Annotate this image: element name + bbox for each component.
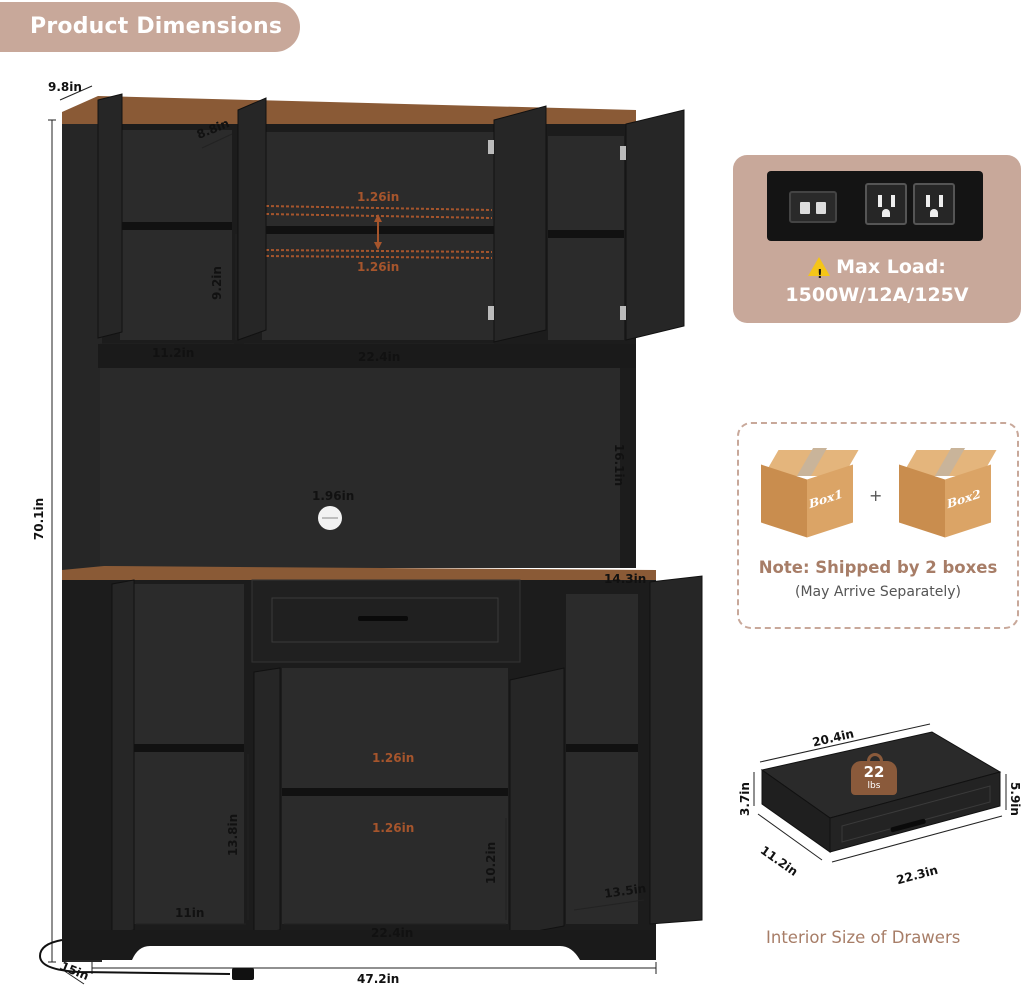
max-load-label: Max Load:: [836, 256, 946, 278]
weight-value: 22: [863, 763, 885, 781]
outlet-icon: [913, 183, 955, 225]
drawer-handle: [358, 616, 408, 621]
plus-sign: +: [869, 486, 883, 505]
outlet-icon: [865, 183, 907, 225]
dim-gap-lower-top: 1.26in: [372, 751, 415, 765]
drawer-caption: Interior Size of Drawers: [766, 928, 961, 947]
cabinet-illustration: [38, 85, 703, 985]
dim-gap-upper-bottom: 1.26in: [357, 260, 400, 274]
dim-lower-height: 13.8in: [226, 813, 241, 857]
power-outlet-panel: !Max Load: 1500W/12A/125V: [733, 155, 1021, 323]
drawer-height-left: 3.7in: [737, 782, 752, 816]
power-strip: [767, 171, 983, 241]
shipping-subnote: (May Arrive Separately): [795, 584, 961, 600]
page-title: Product Dimensions: [0, 2, 300, 52]
dim-lower-left-width: 11in: [175, 906, 205, 920]
drawer-height-right: 5.9in: [1007, 782, 1022, 816]
dim-gap-upper-top: 1.26in: [357, 190, 400, 204]
max-load-value: 1500W/12A/125V: [785, 284, 969, 306]
dim-lower-center-width: 22.4in: [371, 926, 414, 940]
drawer-illustration: [753, 723, 1007, 863]
dim-lower-center-height: 10.2in: [484, 841, 499, 885]
dim-upper-left-width: 11.2in: [152, 346, 195, 360]
dim-depth-top: 9.8in: [48, 80, 82, 94]
dim-total-width: 47.2in: [357, 972, 400, 986]
dim-hole: 1.96in: [312, 489, 355, 503]
open-display-area: [100, 368, 620, 568]
plug-icon: [232, 968, 254, 980]
lower-door-2: [253, 667, 281, 935]
upper-base-rail: [98, 344, 636, 368]
cabinet-base: [62, 930, 656, 960]
dim-gap-lower-bottom: 1.26in: [372, 821, 415, 835]
usb-icon: [789, 191, 837, 223]
lower-door-1: [111, 579, 135, 935]
box-icon: Box2: [899, 448, 997, 538]
dim-upper-height: 9.2in: [209, 266, 224, 300]
counter-wood-slab: [62, 566, 656, 580]
top-wood-slab: [62, 96, 636, 130]
upper-door-2: [237, 97, 267, 341]
box-icon: Box1: [761, 448, 859, 538]
upper-door-4: [625, 109, 685, 341]
shipping-panel: Box1 + Box2 Note: Shipped by 2 boxes (Ma…: [737, 422, 1019, 629]
dim-counter-depth: 14.3in: [604, 572, 647, 586]
weight-unit: lbs: [867, 781, 881, 791]
dim-upper-center-width: 22.4in: [358, 350, 401, 364]
dim-total-height: 70.1in: [32, 497, 47, 541]
upper-door-3: [493, 105, 547, 343]
lower-door-4: [649, 575, 703, 925]
warning-icon: !: [808, 257, 831, 281]
shipping-note: Note: Shipped by 2 boxes: [758, 558, 998, 577]
lower-door-3: [509, 667, 565, 937]
power-cord: [38, 939, 231, 975]
dim-open-height: 16.1in: [612, 443, 627, 487]
upper-door-1: [97, 93, 123, 339]
weight-icon: 22 lbs: [851, 753, 897, 795]
